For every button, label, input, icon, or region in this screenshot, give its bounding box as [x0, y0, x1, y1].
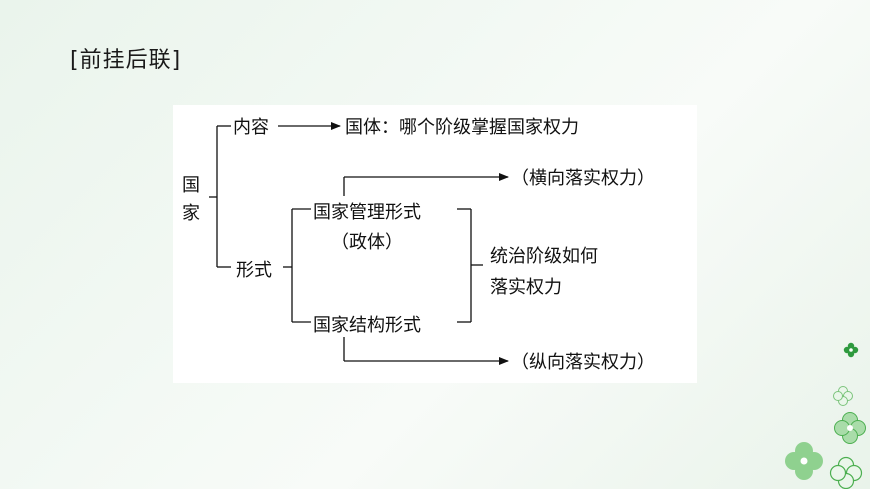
flower-icon	[833, 386, 853, 406]
content-label: 内容	[233, 117, 269, 138]
purpose-line1: 统治阶级如何	[490, 246, 598, 267]
horizontal-note: （横向落实权力）	[511, 168, 655, 189]
content-target: 国体：哪个阶级掌握国家权力	[345, 117, 579, 138]
purpose-line2: 落实权力	[490, 277, 562, 298]
root-char-1: 国	[182, 175, 200, 196]
flower-icon	[834, 412, 866, 444]
horizontal-arrow	[343, 173, 509, 196]
flower-icon	[829, 456, 863, 489]
flower-icon	[843, 342, 859, 358]
root-char-2: 家	[182, 203, 200, 224]
diagram-panel: 国 家 内容 国体：哪个阶级掌握国家权力 形式 国家管理形式 （政体） 国家结构…	[173, 105, 697, 383]
slide-title: [前挂后联]	[70, 48, 182, 73]
form-label: 形式	[236, 260, 272, 281]
right-bracket	[457, 208, 483, 323]
vertical-arrow	[343, 337, 509, 365]
governance-form-line2: （政体）	[331, 232, 403, 253]
concept-diagram: 国 家 内容 国体：哪个阶级掌握国家权力 形式 国家管理形式 （政体） 国家结构…	[182, 117, 655, 373]
governance-form-line1: 国家管理形式	[313, 202, 421, 223]
vertical-note: （纵向落实权力）	[511, 352, 655, 373]
main-bracket	[209, 125, 231, 268]
flower-icon	[785, 442, 823, 480]
structure-form: 国家结构形式	[313, 315, 421, 336]
form-bracket	[291, 208, 311, 323]
